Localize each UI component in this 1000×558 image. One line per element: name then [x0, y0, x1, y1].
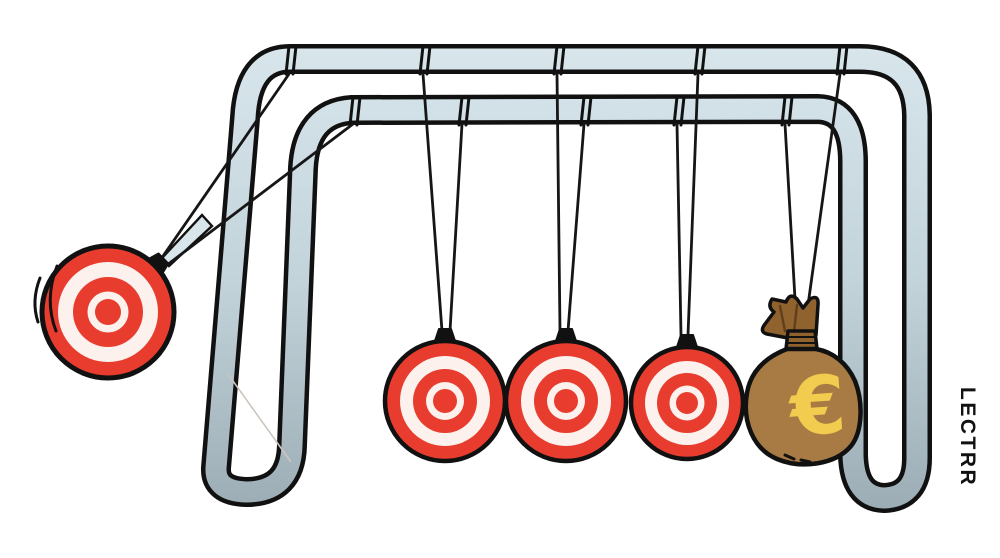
sketch-line: [227, 373, 292, 463]
bag-neck-band: [784, 329, 819, 351]
target-ball-swinging: [39, 243, 177, 381]
frame-tube-fill: [205, 48, 928, 509]
string: [165, 122, 355, 267]
motion-lines: [33, 264, 59, 333]
tie-marks-back-rail: [284, 44, 849, 76]
bag-body: [743, 346, 863, 467]
bag-tuft-crease: [778, 303, 799, 334]
target-ball-hanging-1: [382, 328, 508, 464]
string: [421, 72, 444, 333]
string: [555, 72, 562, 333]
bag-neck-wraps: [786, 336, 817, 344]
target-ball-hanging-3: [628, 334, 746, 462]
string: [675, 122, 683, 337]
euro-symbol: €: [785, 358, 849, 455]
artist-signature: LECTRR: [956, 387, 979, 487]
string: [566, 122, 586, 333]
target-ball-hanging-2: [503, 328, 629, 464]
string: [802, 72, 842, 336]
cradle-frame: [201, 44, 932, 513]
string: [448, 122, 464, 333]
money-bag: €: [743, 294, 863, 467]
string: [159, 72, 291, 261]
tie-marks-front-rail: [348, 95, 794, 127]
string: [686, 72, 700, 337]
bag-bottom-stitches: [783, 453, 812, 464]
